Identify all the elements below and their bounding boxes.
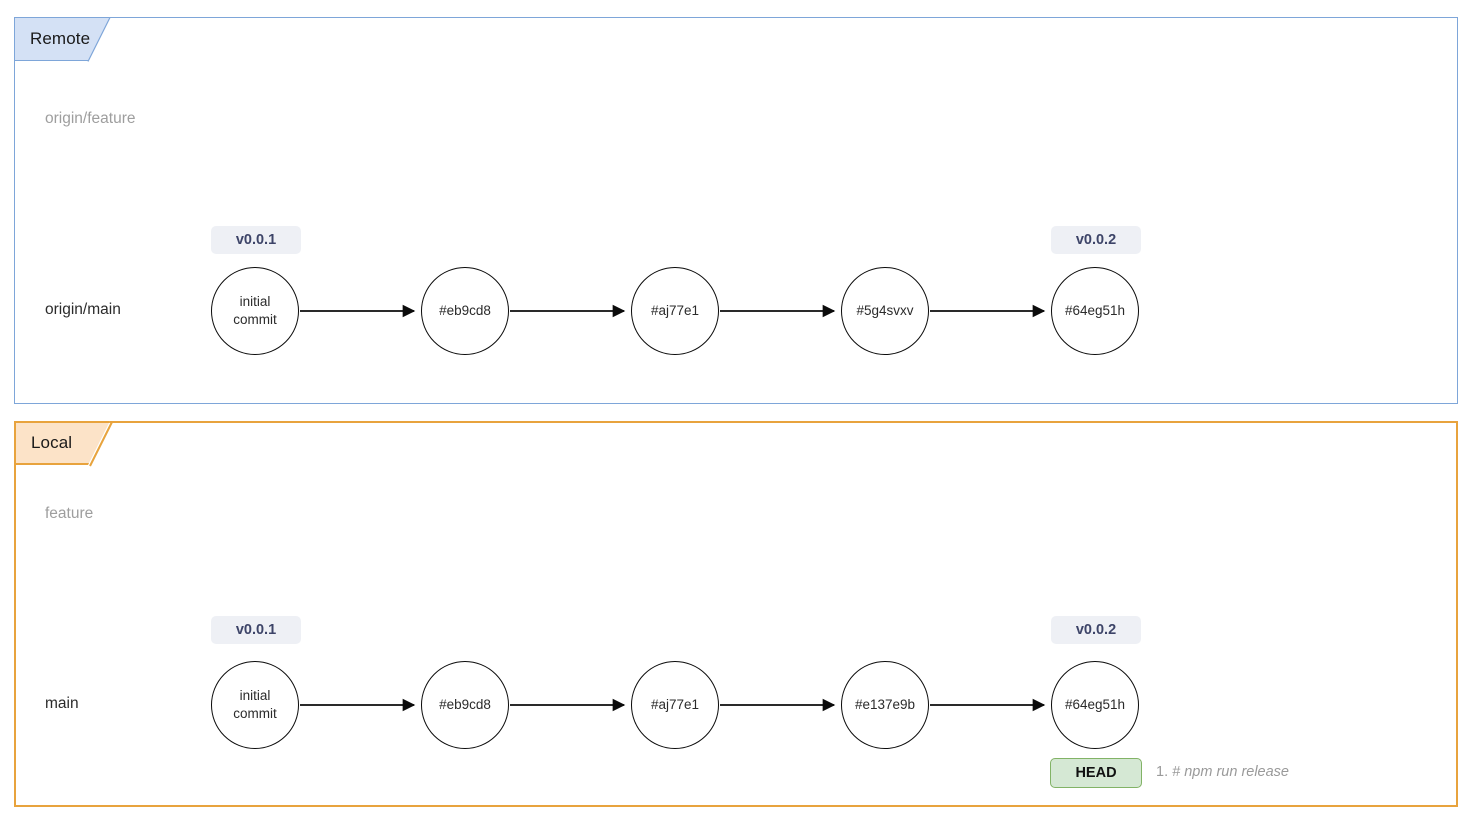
commit-label-line1: #64eg51h [1064,697,1126,713]
annotation-command: # npm run release [1172,764,1289,780]
annotation-number: 1. [1156,764,1169,780]
tag-badge-v001-remote[interactable]: v0.0.1 [211,226,301,254]
commit-label-line2: commit [233,706,277,721]
branch-label-main: main [45,695,79,712]
swimlane-local: Local [14,421,1458,807]
commit-node-eb9cd8-local[interactable]: #eb9cd8 [421,661,509,749]
swimlane-tab-label: Remote [30,29,91,48]
commit-node-64eg51h-local[interactable]: #64eg51h [1051,661,1139,749]
commit-label-line1: initial [239,294,271,310]
branch-label-origin-main: origin/main [45,301,121,318]
commit-node-initial-commit-remote[interactable]: initial commit [211,267,299,355]
commit-node-eb9cd8-remote[interactable]: #eb9cd8 [421,267,509,355]
commit-node-e137e9b-local[interactable]: #e137e9b [841,661,929,749]
head-badge[interactable]: HEAD [1050,758,1142,788]
branch-label-feature: feature [45,505,94,522]
commit-label-line1: initial [239,688,271,704]
tag-badge-v002-remote[interactable]: v0.0.2 [1051,226,1141,254]
swimlane-tab-remote[interactable]: Remote [14,17,110,61]
commit-node-aj77e1-local[interactable]: #aj77e1 [631,661,719,749]
commit-node-5g4svxv-remote[interactable]: #5g4svxv [841,267,929,355]
branch-label-origin-feature: origin/feature [45,110,136,127]
commit-label-line2: commit [233,312,277,327]
swimlane-tab-local[interactable]: Local [14,421,110,465]
commit-label-line1: #eb9cd8 [439,697,491,713]
commit-node-initial-commit-local[interactable]: initial commit [211,661,299,749]
commit-label-line1: #eb9cd8 [439,303,491,319]
tag-badge-v002-local[interactable]: v0.0.2 [1051,616,1141,644]
commit-label-line1: #aj77e1 [650,303,700,319]
swimlane-tab-label: Local [31,433,73,452]
commit-label-line1: #5g4svxv [856,303,914,319]
commit-label-line1: #64eg51h [1064,303,1126,319]
commit-label-line1: #aj77e1 [650,697,700,713]
commit-node-aj77e1-remote[interactable]: #aj77e1 [631,267,719,355]
commit-label-line1: #e137e9b [854,697,916,713]
annotation-npm-run-release: 1. # npm run release [1156,764,1289,780]
tag-badge-v001-local[interactable]: v0.0.1 [211,616,301,644]
commit-node-64eg51h-remote[interactable]: #64eg51h [1051,267,1139,355]
